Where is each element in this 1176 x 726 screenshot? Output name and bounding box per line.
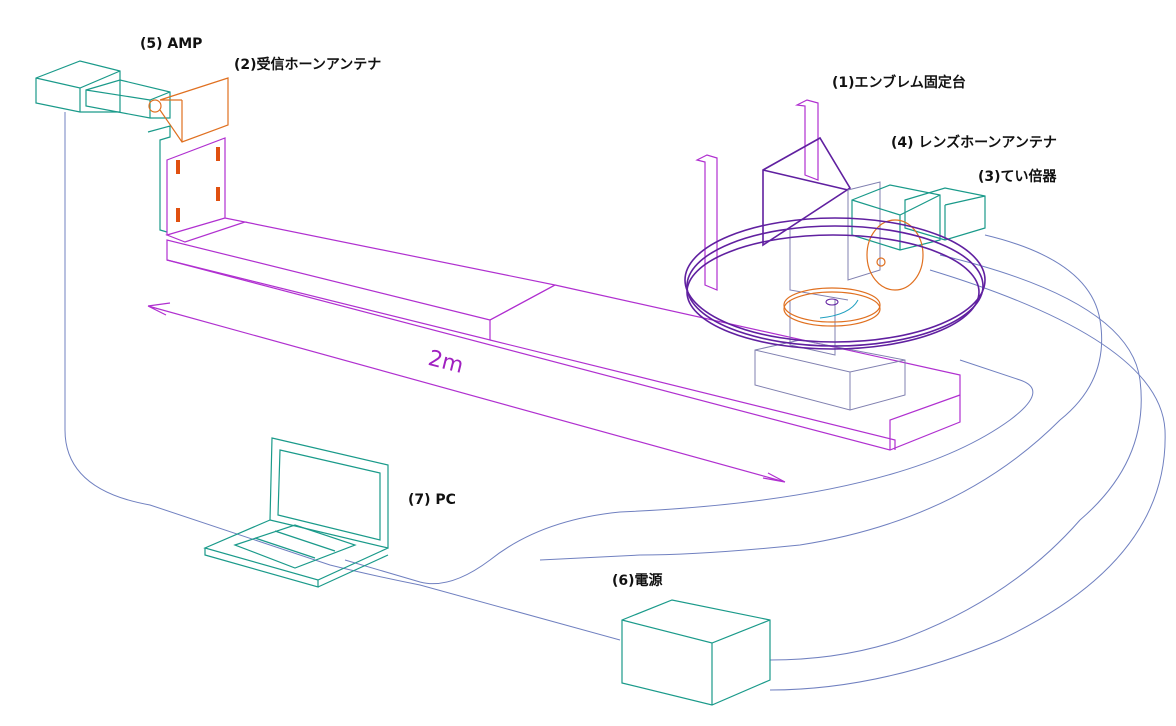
laptop-pc: [203, 437, 389, 588]
rotating-plate: [783, 287, 881, 327]
label-multiplier: (3)てい倍器: [978, 169, 1057, 185]
rx-bracket: [147, 125, 248, 243]
label-amp: (5) AMP: [140, 36, 203, 52]
label-receiving-horn: (2)受信ホーンアンテナ: [234, 57, 382, 73]
cables: [64, 112, 1166, 691]
lens-horn-antenna: [762, 136, 986, 301]
label-power: (6)電源: [612, 573, 663, 589]
distance-arrow: [147, 302, 786, 483]
label-pc: (7) PC: [408, 492, 456, 508]
power-supply: [621, 599, 771, 706]
label-emblem-mount: (1)エンブレム固定台: [832, 75, 966, 91]
emblem-mount: [695, 99, 819, 291]
rail: [166, 221, 961, 451]
rotation-ring: [684, 217, 986, 350]
receiving-horn: [148, 77, 229, 143]
label-lens-horn: (4) レンズホーンアンテナ: [891, 135, 1057, 151]
